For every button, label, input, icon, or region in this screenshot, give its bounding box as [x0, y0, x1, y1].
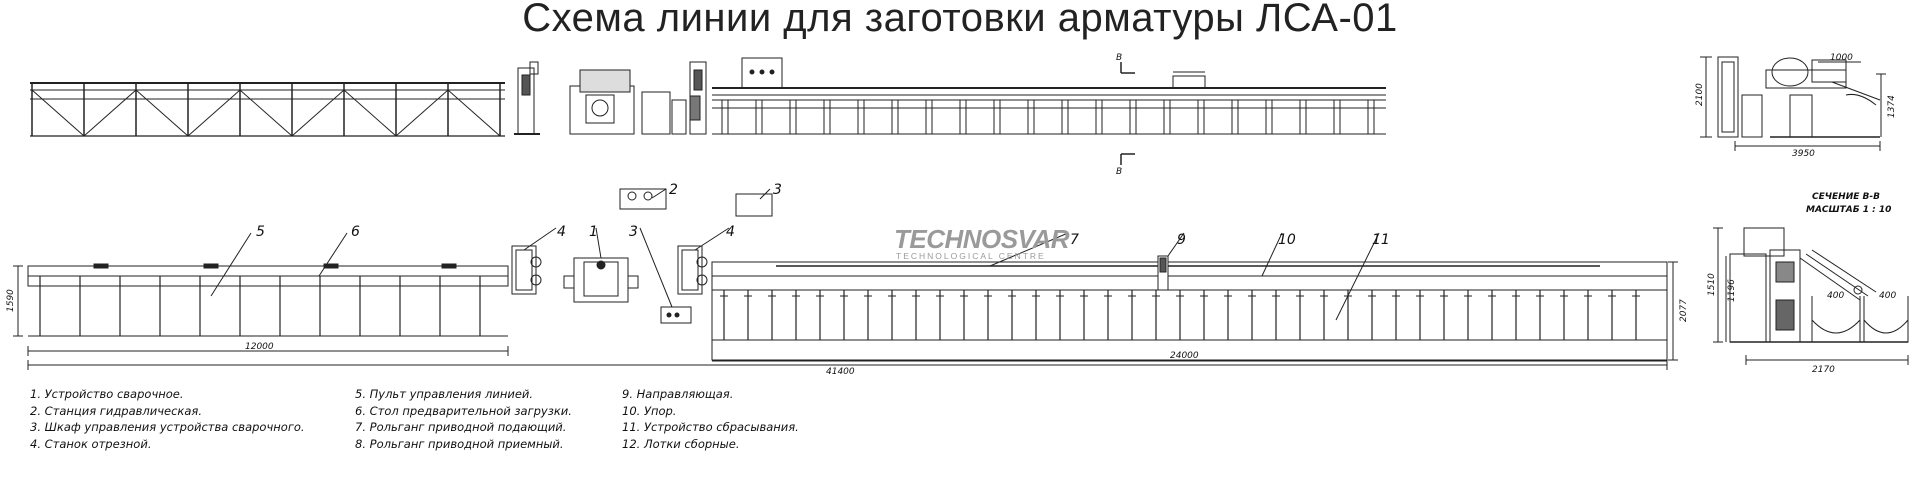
- callout-12: 11: [1372, 232, 1390, 248]
- dim-1000: 1000: [1830, 53, 1853, 63]
- callout-4-right: 4: [726, 224, 735, 240]
- callout-9: 7: [1070, 232, 1079, 248]
- legend-item: 4. Станок отрезной.: [30, 436, 152, 451]
- roller-table-top: [712, 71, 1386, 135]
- legend-item: 2. Станция гидравлическая.: [30, 403, 202, 418]
- logo-sub-text: TECHNOLOGICAL CENTRE: [896, 251, 1046, 261]
- welding-unit-top: [569, 69, 701, 135]
- side-view-top-right: [1700, 56, 1886, 151]
- callout-1: 1: [589, 224, 598, 240]
- dim-41400: 41400: [826, 367, 855, 377]
- legend-item: 5. Пульт управления линией.: [355, 387, 534, 401]
- callout-6: 5: [256, 224, 265, 240]
- dim-1590: 1590: [6, 289, 16, 312]
- section-title-line2: МАСШТАБ 1 : 10: [1806, 205, 1891, 215]
- bottom-plan-view: [13, 188, 1678, 370]
- legend-item: 8. Рольганг приводной приемный.: [355, 436, 564, 451]
- callout-7: 6: [351, 224, 360, 240]
- cutting-machine-plan-right: [677, 245, 708, 295]
- dim-2170: 2170: [1812, 365, 1835, 375]
- cutting-machine-top-right: [689, 61, 707, 135]
- legend-item: 1. Устройство сварочное.: [30, 387, 184, 401]
- callout-3: 3: [773, 182, 782, 198]
- section-bb-view: [1713, 227, 1909, 365]
- callout-10: 9: [1177, 232, 1186, 248]
- truss-table: [30, 82, 505, 137]
- welding-unit-plan: [563, 257, 639, 303]
- dim-24000: 24000: [1170, 351, 1199, 361]
- dim-1510: 1510: [1707, 273, 1717, 296]
- section-mark-bottom-label: В: [1116, 167, 1122, 177]
- callout-11: 10: [1278, 232, 1296, 248]
- feed-table-plan: [27, 263, 509, 337]
- legend-column-1: 1. Устройство сварочное. 2. Станция гидр…: [30, 386, 305, 452]
- legend-item: 3. Шкаф управления устройства сварочного…: [30, 420, 305, 434]
- control-cabinet-top: [741, 57, 783, 89]
- control-cabinet-plan: [735, 193, 773, 217]
- logo-main-text: TECHNOSVAR: [894, 224, 1070, 254]
- dim-1374: 1374: [1887, 95, 1897, 118]
- legend-item: 6. Стол предварительной загрузки.: [355, 403, 572, 418]
- technosvar-logo: TECHNOSVAR TECHNOLOGICAL CENTRE: [894, 224, 1070, 261]
- legend-item: 10. Упор.: [622, 403, 677, 418]
- dim-3950: 3950: [1792, 149, 1815, 159]
- callout-leaders: [210, 188, 1380, 321]
- dim-12000: 12000: [245, 342, 274, 352]
- callout-2: 2: [669, 182, 678, 198]
- dim-1196: 1196: [1727, 279, 1737, 302]
- section-mark-top: [1120, 62, 1135, 165]
- legend-item: 12. Лотки сборные.: [622, 436, 740, 451]
- dim-400-right: 400: [1879, 291, 1896, 301]
- section-mark-top-label: В: [1116, 53, 1122, 63]
- callout-5: 3: [629, 224, 638, 240]
- cutting-machine-plan-left: [511, 245, 542, 295]
- top-elevation-view: [30, 57, 1386, 165]
- legend-column-3: 9. Направляющая. 10. Упор. 11. Устройств…: [622, 386, 799, 452]
- dim-400-left: 400: [1827, 291, 1844, 301]
- dim-2100: 2100: [1695, 83, 1705, 106]
- legend-item: 7. Рольганг приводной подающий.: [355, 420, 567, 434]
- cutting-machine-top-left: [514, 61, 540, 135]
- legend-item: 11. Устройство сбрасывания.: [622, 420, 799, 434]
- dimension-lines-plan: [13, 261, 1678, 370]
- legend-item: 9. Направляющая.: [622, 387, 734, 401]
- dim-2077: 2077: [1679, 299, 1689, 322]
- control-panel-plan: [660, 306, 692, 324]
- section-title-line1: СЕЧЕНИЕ В-В: [1812, 192, 1880, 202]
- callout-4-left: 4: [557, 224, 566, 240]
- receiving-table-plan: [711, 255, 1668, 361]
- diagram-title: Схема линии для заготовки арматуры ЛСА-0…: [522, 0, 1398, 40]
- legend-column-2: 5. Пульт управления линией. 6. Стол пред…: [355, 386, 572, 452]
- hydraulic-station-plan: [619, 188, 667, 210]
